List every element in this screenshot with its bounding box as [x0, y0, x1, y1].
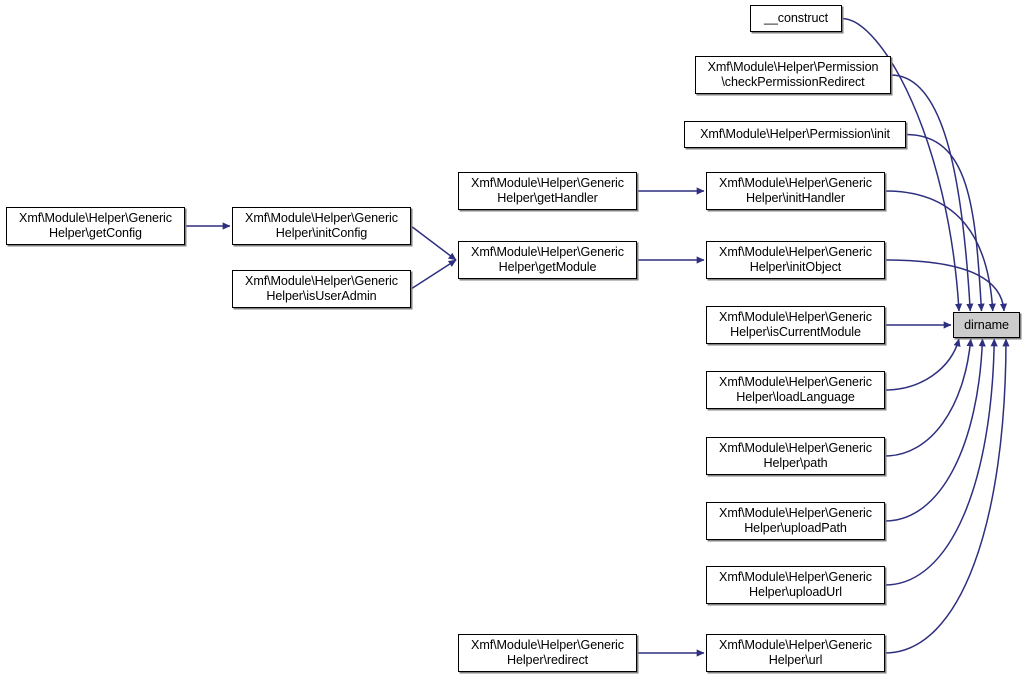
graph-node-label: Xmf\Module\Helper\Generic Helper\uploadP… — [719, 506, 872, 535]
edge-uploadUrl-to-dirname — [884, 338, 998, 586]
graph-node-label: dirname — [964, 317, 1009, 332]
graph-node-label: Xmf\Module\Helper\Generic Helper\isUserA… — [245, 274, 398, 303]
graph-node-label: Xmf\Module\Helper\Generic Helper\isCurre… — [719, 310, 872, 339]
graph-node-uploadPath[interactable]: Xmf\Module\Helper\Generic Helper\uploadP… — [706, 502, 885, 540]
graph-node-getModule[interactable]: Xmf\Module\Helper\Generic Helper\getModu… — [458, 241, 637, 279]
graph-node-label: Xmf\Module\Helper\Generic Helper\initObj… — [719, 245, 872, 274]
graph-node-label: Xmf\Module\Helper\Permission\init — [700, 127, 890, 141]
graph-node-isUserAdmin[interactable]: Xmf\Module\Helper\Generic Helper\isUserA… — [232, 270, 411, 308]
graph-node-label: Xmf\Module\Helper\Generic Helper\redirec… — [471, 638, 624, 667]
edge-checkPermissionRedirect-to-dirname — [890, 74, 974, 312]
graph-node-getHandler[interactable]: Xmf\Module\Helper\Generic Helper\getHand… — [458, 172, 637, 210]
graph-node-isCurrentModule[interactable]: Xmf\Module\Helper\Generic Helper\isCurre… — [706, 306, 885, 344]
graph-node-label: Xmf\Module\Helper\Generic Helper\initHan… — [719, 176, 872, 205]
graph-node-initObject[interactable]: Xmf\Module\Helper\Generic Helper\initObj… — [706, 241, 885, 279]
graph-node-getConfig[interactable]: Xmf\Module\Helper\Generic Helper\getConf… — [6, 207, 185, 245]
graph-node-label: Xmf\Module\Helper\Generic Helper\initCon… — [245, 211, 398, 240]
graph-node-permissionInit[interactable]: Xmf\Module\Helper\Permission\init — [684, 121, 906, 148]
graph-node-path[interactable]: Xmf\Module\Helper\Generic Helper\path — [706, 437, 885, 475]
graph-node-label: Xmf\Module\Helper\Generic Helper\uploadU… — [719, 570, 872, 599]
graph-node-dirname[interactable]: dirname — [953, 312, 1020, 338]
graph-node-label: Xmf\Module\Helper\Generic Helper\getModu… — [471, 245, 624, 274]
graph-node-label: Xmf\Module\Helper\Generic Helper\getConf… — [19, 211, 172, 240]
graph-node-redirect[interactable]: Xmf\Module\Helper\Generic Helper\redirec… — [458, 634, 637, 672]
graph-node-label: __construct — [763, 11, 828, 25]
graph-node-label: Xmf\Module\Helper\Generic Helper\getHand… — [471, 176, 624, 205]
graph-node-loadLanguage[interactable]: Xmf\Module\Helper\Generic Helper\loadLan… — [706, 371, 885, 409]
graph-node-initHandler[interactable]: Xmf\Module\Helper\Generic Helper\initHan… — [706, 172, 885, 210]
edge-url-to-dirname — [884, 338, 1010, 654]
graph-node-label: Xmf\Module\Helper\Generic Helper\url — [719, 638, 872, 667]
edge-loadLanguage-to-dirname — [884, 338, 961, 391]
graph-node-initConfig[interactable]: Xmf\Module\Helper\Generic Helper\initCon… — [232, 207, 411, 245]
graph-node-construct[interactable]: __construct — [750, 5, 842, 32]
edge-initHandler-to-dirname — [884, 190, 996, 312]
edge-isUserAdmin-to-getModule — [410, 259, 457, 290]
edge-initObject-to-dirname — [884, 259, 1008, 312]
graph-node-uploadUrl[interactable]: Xmf\Module\Helper\Generic Helper\uploadU… — [706, 566, 885, 604]
graph-node-label: Xmf\Module\Helper\Generic Helper\path — [719, 441, 872, 470]
edge-path-to-dirname — [884, 338, 974, 457]
graph-node-label: Xmf\Module\Helper\Generic Helper\loadLan… — [719, 375, 872, 404]
edge-uploadPath-to-dirname — [884, 338, 986, 522]
graph-node-checkPermissionRedirect[interactable]: Xmf\Module\Helper\Permission \checkPermi… — [695, 56, 891, 94]
graph-node-url[interactable]: Xmf\Module\Helper\Generic Helper\url — [706, 634, 885, 672]
edge-initConfig-to-getModule — [410, 225, 457, 261]
graph-node-label: Xmf\Module\Helper\Permission \checkPermi… — [707, 60, 879, 89]
edge-permissionInit-to-dirname — [905, 133, 985, 312]
